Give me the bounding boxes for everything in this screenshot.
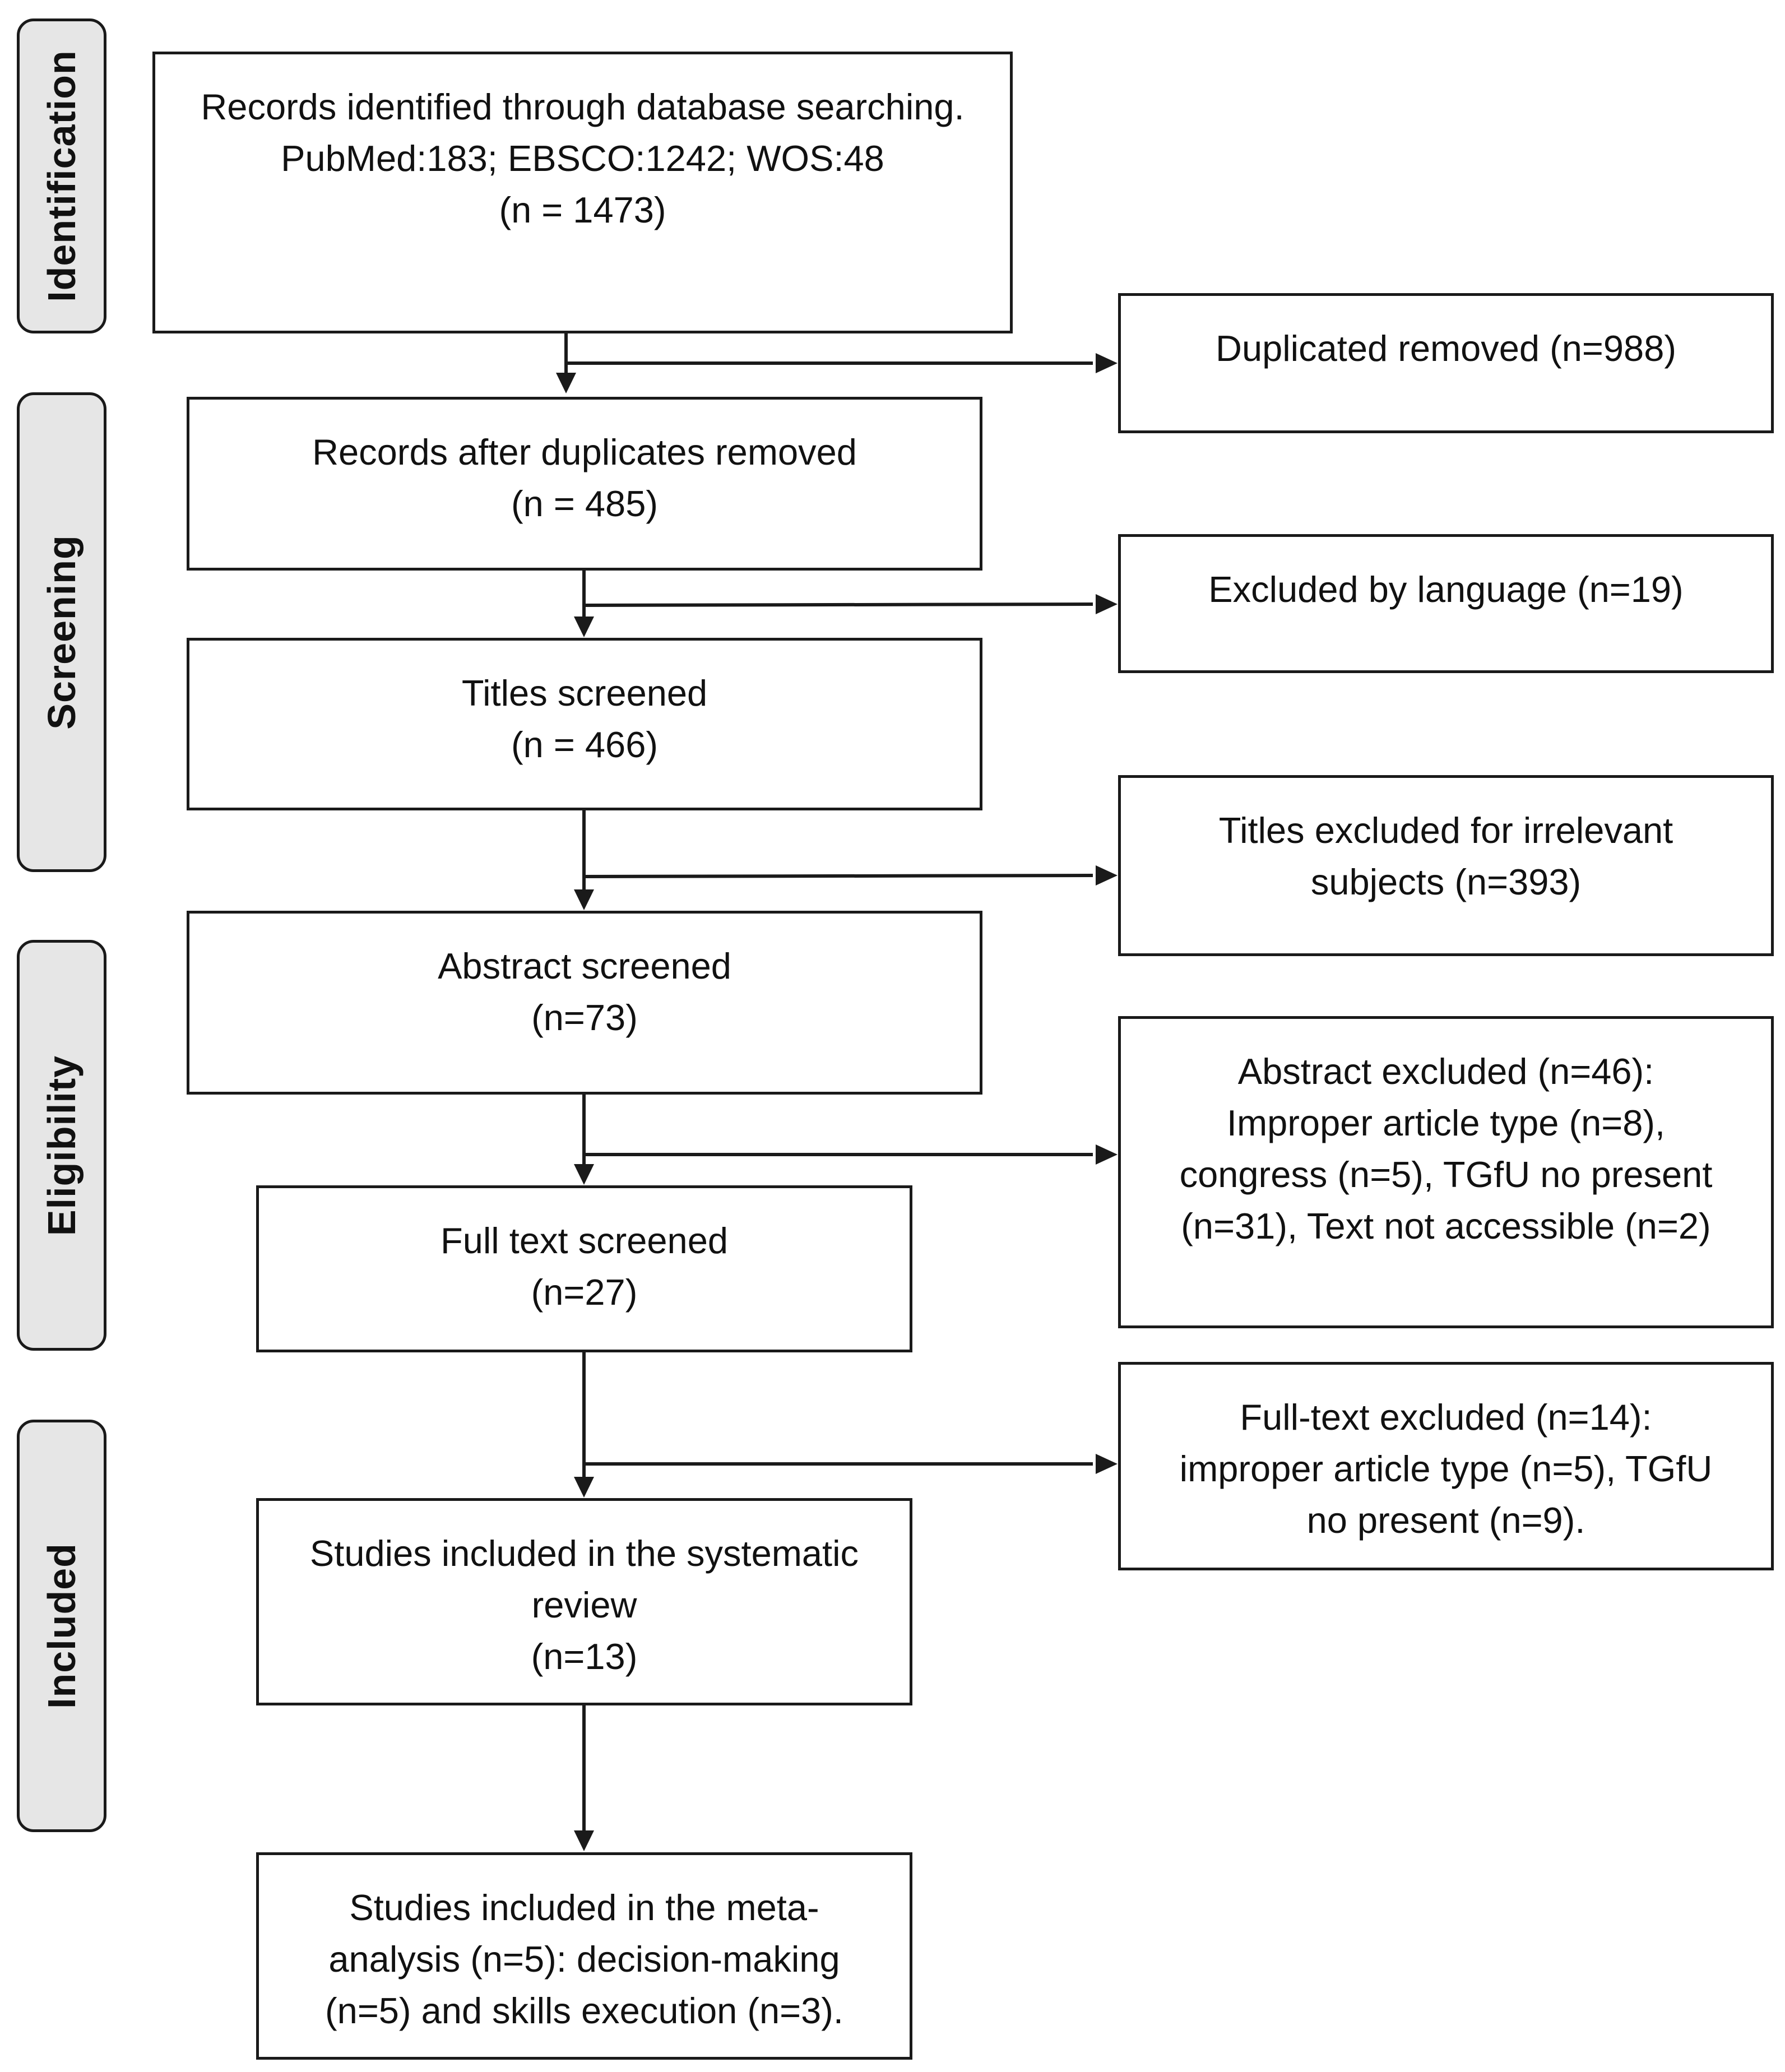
arrowhead-right-duplicates (1096, 353, 1118, 373)
meta-analysis-line-1: Studies included in the meta- (349, 1887, 819, 1928)
titles-screened-line-1: Titles screened (461, 673, 708, 713)
meta-analysis-box: Studies included in the meta- analysis (… (256, 1852, 912, 2060)
full-text-screened-box: Full text screened (n=27) (256, 1185, 912, 1352)
titles-excluded-line-1: Titles excluded for irrelevant (1218, 810, 1673, 851)
full-text-screened-line-2: (n=27) (531, 1272, 638, 1313)
meta-analysis-line-3: (n=5) and skills execution (n=3). (325, 1990, 843, 2031)
full-text-screened-line-1: Full text screened (440, 1220, 729, 1261)
systematic-review-line-3: (n=13) (531, 1636, 638, 1677)
arrowhead-right-language (1096, 594, 1118, 614)
titles-excluded-box: Titles excluded for irrelevant subjects … (1118, 775, 1774, 956)
systematic-review-line-2: review (531, 1584, 637, 1625)
excluded-language-box: Excluded by language (n=19) (1118, 534, 1774, 673)
excluded-language-line-1: Excluded by language (n=19) (1208, 569, 1684, 610)
stage-identification: Identification (17, 18, 106, 333)
full-text-excluded-line-2: improper article type (n=5), TGfU (1179, 1448, 1713, 1489)
records-after-duplicates-line-2: (n = 485) (511, 483, 658, 524)
abstract-screened-line-2: (n=73) (531, 997, 638, 1038)
abstract-screened-line-1: Abstract screened (438, 945, 731, 986)
arrowhead-right-fulltext-excluded (1096, 1454, 1118, 1474)
systematic-review-line-1: Studies included in the systematic (309, 1533, 859, 1574)
arrow-right-language (583, 602, 1093, 607)
full-text-excluded-line-3: no present (n=9). (1306, 1500, 1585, 1541)
stage-included: Included (17, 1420, 106, 1832)
arrow-right-titles-excluded (583, 874, 1093, 878)
meta-analysis-line-2: analysis (n=5): decision-making (328, 1939, 840, 1980)
arrowhead-right-abstract-excluded (1096, 1144, 1118, 1165)
arrowhead-right-titles-excluded (1096, 865, 1118, 886)
records-identified-line-3: (n = 1473) (499, 189, 666, 230)
records-after-duplicates-line-1: Records after duplicates removed (312, 432, 857, 472)
arrowhead-down-6 (574, 1830, 594, 1851)
abstract-screened-box: Abstract screened (n=73) (187, 911, 982, 1095)
titles-screened-box: Titles screened (n = 466) (187, 638, 982, 810)
duplicated-removed-line-1: Duplicated removed (n=988) (1216, 328, 1676, 369)
records-after-duplicates-box: Records after duplicates removed (n = 48… (187, 397, 982, 571)
arrowhead-down-2 (574, 616, 594, 637)
abstract-excluded-line-1: Abstract excluded (n=46): (1237, 1051, 1654, 1092)
abstract-excluded-line-3: congress (n=5), TGfU no present (1179, 1154, 1713, 1195)
arrowhead-down-5 (574, 1477, 594, 1498)
arrowhead-down-1 (556, 373, 576, 393)
duplicated-removed-box: Duplicated removed (n=988) (1118, 293, 1774, 433)
records-identified-line-2: PubMed:183; EBSCO:1242; WOS:48 (281, 138, 884, 179)
abstract-excluded-line-2: Improper article type (n=8), (1226, 1102, 1666, 1143)
records-identified-box: Records identified through database sear… (152, 52, 1013, 333)
titles-excluded-line-2: subjects (n=393) (1310, 861, 1582, 902)
arrowhead-down-3 (574, 889, 594, 910)
stage-eligibility: Eligibility (17, 940, 106, 1351)
arrowhead-down-4 (574, 1164, 594, 1185)
abstract-excluded-box: Abstract excluded (n=46): Improper artic… (1118, 1016, 1774, 1328)
full-text-excluded-line-1: Full-text excluded (n=14): (1240, 1397, 1652, 1438)
abstract-excluded-line-4: (n=31), Text not accessible (n=2) (1181, 1206, 1711, 1246)
records-identified-line-1: Records identified through database sear… (201, 86, 965, 127)
full-text-excluded-box: Full-text excluded (n=14): improper arti… (1118, 1362, 1774, 1570)
systematic-review-box: Studies included in the systematic revie… (256, 1498, 912, 1705)
titles-screened-line-2: (n = 466) (511, 724, 658, 765)
stage-screening: Screening (17, 392, 106, 872)
